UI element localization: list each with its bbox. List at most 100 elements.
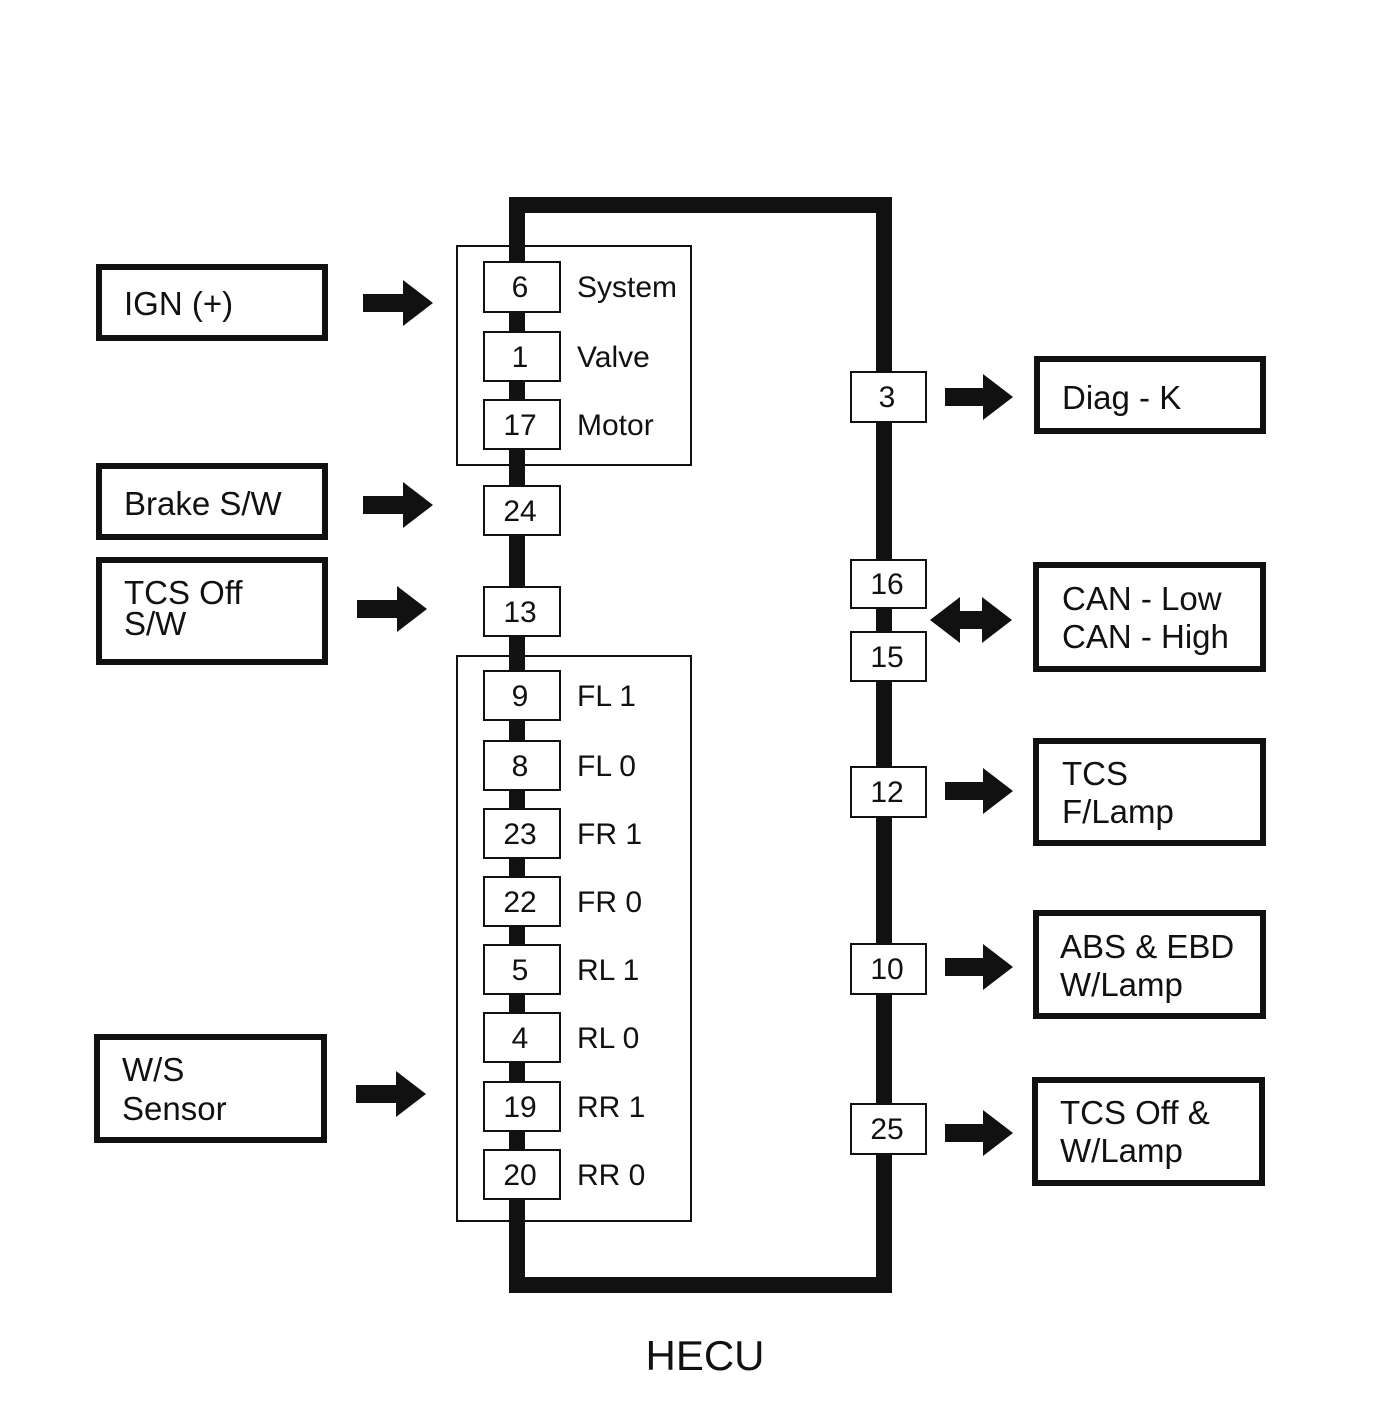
arrow-hecu-to-tcs-off-lamp [945,1110,1013,1156]
pin-label: RR 1 [577,1091,645,1124]
pin-number: 12 [870,776,903,809]
input-label: W/S [122,1051,184,1088]
output-diag-k: Diag - K [1034,356,1266,434]
input-brake-switch: Brake S/W [96,463,328,540]
output-label: CAN - High [1062,618,1229,655]
pin-label: Motor [577,409,654,442]
pin-label: System [577,271,677,304]
pin-number: 8 [512,750,529,783]
pin-box [483,399,561,450]
pin-box [483,1081,561,1132]
pin-9: 9 FL 1 [483,670,636,721]
pin-label: FL 1 [577,680,636,713]
hecu-bus-outline [509,197,892,1293]
input-wheel-speed-sensor: W/S Sensor [94,1034,327,1143]
output-label: TCS Off & [1060,1094,1210,1131]
output-tcs-off-warning-lamp: TCS Off & W/Lamp [1032,1077,1265,1186]
arrow-hecu-to-diag-k [945,374,1013,420]
pin-box [483,808,561,859]
pin-24: 24 [483,485,561,536]
output-box [1033,910,1266,1019]
pin-number: 6 [512,271,529,304]
pin-box [483,331,561,382]
output-tcs-function-lamp: TCS F/Lamp [1033,738,1266,846]
pin-19: 19 RR 1 [483,1081,645,1132]
arrow-hecu-to-abs-ebd-lamp [945,944,1013,990]
input-label: Brake S/W [124,485,283,522]
output-label: ABS & EBD [1060,928,1234,965]
input-box [96,264,328,341]
pin-label: Valve [577,341,650,374]
pin-label: RL 1 [577,954,639,987]
pin-box [483,670,561,721]
output-box [1032,1077,1265,1186]
input-label: IGN (+) [124,285,233,322]
wheel-sensor-pin-group-box [456,655,692,1222]
pin-22: 22 FR 0 [483,876,642,927]
input-label: Sensor [122,1090,227,1127]
pin-number: 17 [503,409,536,442]
pin-1: 1 Valve [483,331,650,382]
arrow-brake-switch-to-hecu [363,482,433,528]
pin-number: 15 [870,641,903,674]
pin-number: 9 [512,680,529,713]
pin-label: FR 1 [577,818,642,851]
pin-20: 20 RR 0 [483,1149,645,1200]
pin-number: 10 [870,953,903,986]
output-label: CAN - Low [1062,580,1222,617]
pin-13: 13 [483,586,561,637]
pin-box [483,944,561,995]
pin-box [483,1012,561,1063]
output-label: F/Lamp [1062,793,1174,830]
pin-3: 3 [850,371,927,423]
pin-box [850,371,927,423]
input-box [96,463,328,540]
pin-label: FR 0 [577,886,642,919]
pin-box [850,943,927,995]
arrow-ign-to-hecu [363,280,433,326]
output-label: W/Lamp [1060,1132,1183,1169]
input-label: S/W [124,605,187,642]
pin-25: 25 [850,1103,927,1155]
pin-number: 4 [512,1022,529,1055]
pin-box [483,485,561,536]
pin-16: 16 [850,559,927,609]
input-ign: IGN (+) [96,264,328,341]
arrow-tcs-off-switch-to-hecu [357,586,427,632]
pin-5: 5 RL 1 [483,944,639,995]
pin-box [483,1149,561,1200]
pin-12: 12 [850,766,927,818]
output-label: W/Lamp [1060,966,1183,1003]
arrow-hecu-to-tcs-lamp [945,768,1013,814]
output-box [1033,562,1266,672]
output-box [1033,738,1266,846]
pin-4: 4 RL 0 [483,1012,639,1063]
output-label: TCS [1062,755,1128,792]
pin-number: 20 [503,1159,536,1192]
pin-number: 3 [879,381,896,414]
output-box [1034,356,1266,434]
pin-number: 13 [503,596,536,629]
input-tcs-off-switch: TCS Off S/W [96,557,328,665]
pin-number: 25 [870,1113,903,1146]
arrow-can-bidirectional [930,597,1012,643]
pin-number: 22 [503,886,536,919]
pin-15: 15 [850,631,927,682]
pin-box [850,559,927,609]
pin-box [483,586,561,637]
output-abs-ebd-warning-lamp: ABS & EBD W/Lamp [1033,910,1266,1019]
output-can-bus: CAN - Low CAN - High [1033,562,1266,672]
pin-box [483,876,561,927]
pin-box [483,261,561,313]
pin-number: 5 [512,954,529,987]
output-label: Diag - K [1062,379,1181,416]
pin-6: 6 System [483,261,677,313]
pin-number: 23 [503,818,536,851]
pin-box [850,1103,927,1155]
pin-number: 1 [512,341,529,374]
pin-number: 24 [503,495,536,528]
input-label: TCS Off [124,574,243,611]
power-pin-group-box [456,245,692,466]
pin-label: RR 0 [577,1159,645,1192]
